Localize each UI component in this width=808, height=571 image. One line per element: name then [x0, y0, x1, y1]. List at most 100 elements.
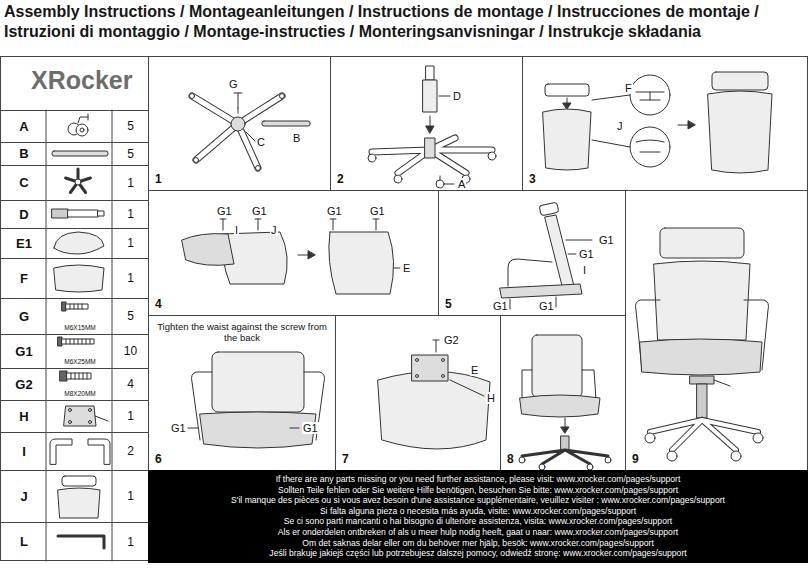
rod-part — [52, 151, 108, 156]
mechanism-illustration — [433, 340, 439, 352]
base-illustration — [368, 154, 376, 162]
base-illustration — [440, 176, 441, 180]
step-panel: 9 — [625, 190, 808, 471]
part-letter: G1 — [1, 345, 47, 359]
base-illustration — [231, 117, 245, 131]
callout-label: I — [582, 264, 587, 276]
callout-label: E — [402, 262, 411, 274]
step-number: 1 — [153, 173, 164, 186]
part-letter: D — [1, 208, 47, 222]
parts-row: D1 — [1, 200, 148, 228]
callout-label: G — [228, 78, 239, 90]
base-illustration — [190, 94, 195, 99]
screw-part — [62, 302, 66, 311]
mechanism-part — [69, 421, 72, 424]
step-panel: 4 — [148, 190, 439, 316]
callout-label: G1 — [578, 248, 595, 260]
chair-side-illustration — [500, 284, 582, 298]
chair-back-illustration — [192, 372, 325, 440]
mechanism-illustration — [416, 375, 419, 378]
chair-back-illustration — [188, 428, 299, 429]
base-illustration — [423, 80, 437, 112]
part-letter: I — [1, 445, 47, 459]
base-illustration — [439, 96, 454, 184]
backrest-illustration — [630, 75, 670, 115]
support-note: Si falta alguna pieza o necesita más ayu… — [148, 506, 808, 517]
seat-back-illustration — [394, 268, 400, 269]
screw-part — [62, 339, 94, 344]
chair-illustration — [519, 457, 525, 463]
chair-illustration — [532, 335, 582, 397]
armrest-part — [88, 439, 110, 464]
allen-key-part — [58, 536, 104, 548]
callout-label: I — [234, 224, 239, 236]
screw-part — [70, 304, 82, 309]
page-title: Assembly Instructions / Montageanleitung… — [4, 2, 806, 42]
mechanism-illustration — [378, 371, 490, 449]
callout-label: G2 — [443, 334, 460, 346]
chair-illustration — [660, 228, 744, 258]
part-letter: C — [1, 176, 47, 190]
step-number: 3 — [527, 173, 538, 186]
chair-illustration — [636, 228, 769, 461]
base-part — [66, 169, 91, 193]
callout-label: H — [486, 392, 496, 404]
part-letter: L — [1, 535, 47, 549]
base-illustration — [394, 175, 402, 183]
chair-illustration — [667, 451, 677, 461]
chair-illustration — [522, 450, 608, 464]
callout-label: F — [624, 82, 633, 94]
callout-label: G1 — [170, 422, 187, 434]
step-panel: 8 — [500, 315, 626, 471]
screw-part — [71, 373, 87, 379]
base-illustration — [192, 96, 282, 168]
part-size: M8X20MM — [47, 390, 113, 397]
step-panel: 6Tighten the waist against the screw fro… — [148, 315, 336, 471]
back-assembly-part — [58, 476, 100, 518]
parts-row: J1 — [1, 470, 148, 522]
parts-row: GM6X15MM5 — [1, 298, 148, 334]
part-quantity: 1 — [113, 272, 148, 285]
chair-back-illustration — [188, 352, 325, 448]
support-footer: If there are any parts missing or you ne… — [148, 470, 808, 563]
step-note: Tighten the waist against the screw from… — [155, 321, 329, 343]
chair-illustration — [561, 427, 569, 433]
callout-label: G1 — [538, 300, 555, 312]
mechanism-part — [64, 406, 96, 426]
backrest-illustration — [708, 91, 772, 173]
step-panel: 5 — [438, 190, 626, 316]
gas-lift-part — [68, 210, 98, 217]
base-illustration — [488, 152, 496, 160]
chair-illustration — [520, 395, 600, 417]
step-panel: 3 — [522, 56, 808, 191]
step-number: 5 — [443, 298, 454, 311]
chair-illustration — [645, 433, 655, 443]
base-illustration — [194, 158, 199, 163]
screw-part — [66, 304, 88, 309]
gas-lift-part — [52, 209, 68, 218]
base-illustration — [192, 96, 282, 168]
table-rule — [46, 110, 112, 561]
screw-part — [67, 373, 91, 379]
chair-illustration — [697, 384, 707, 418]
callout-label: C — [256, 136, 266, 148]
seat-part — [54, 232, 104, 254]
gas-lift-part — [52, 209, 104, 218]
screw-part — [58, 302, 94, 381]
mechanism-illustration — [442, 375, 445, 378]
mechanism-illustration — [416, 359, 419, 362]
armrest-part — [50, 439, 110, 464]
chair-side-illustration — [508, 259, 552, 286]
seat-back-illustration — [308, 251, 315, 259]
back-assembly-part — [62, 476, 96, 486]
chair-side-illustration — [539, 202, 559, 216]
backrest-illustration — [688, 121, 695, 129]
screw-part — [66, 339, 90, 344]
mechanism-illustration — [412, 355, 448, 381]
backrest-illustration — [712, 72, 768, 90]
part-quantity: 4 — [113, 378, 148, 391]
part-letter: B — [1, 147, 47, 161]
part-quantity: 1 — [113, 536, 148, 549]
part-quantity: 1 — [113, 177, 148, 190]
chair-illustration — [753, 433, 763, 443]
